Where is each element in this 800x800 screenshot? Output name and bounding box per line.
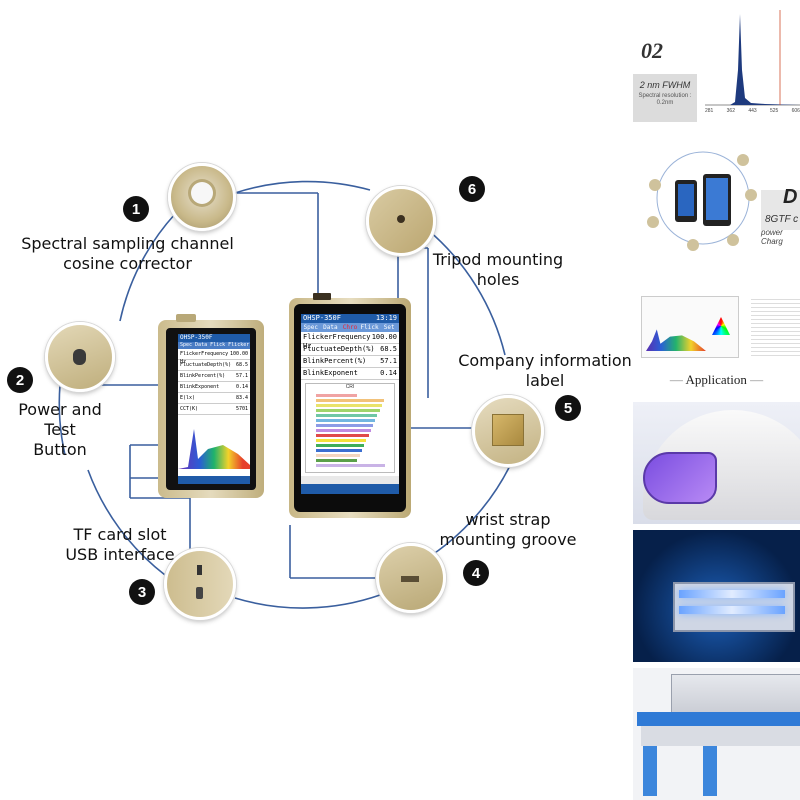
cri-bar: [316, 404, 382, 407]
small-data-row: BlinkPercent(%)57.1: [178, 371, 250, 382]
cri-bar: [316, 429, 371, 432]
fwhm-axis-tick: 362: [726, 108, 735, 114]
badge-4: 4: [463, 560, 489, 586]
fwhm-axis-tick: 281: [705, 108, 714, 114]
cri-bar: [316, 419, 376, 422]
device-large-top-knob: [313, 293, 331, 300]
label-cosine-corrector: Spectral sampling channel cosine correct…: [21, 234, 234, 273]
large-chart-title: CRI: [345, 384, 355, 390]
fwhm-peak-chart: [705, 10, 800, 106]
small-data-row: FluctuateDepth(%)68.5: [178, 360, 250, 371]
application-section: — Application —: [633, 364, 800, 524]
cut-text-2: power Charg: [761, 228, 783, 246]
cut-heading-d: D: [783, 186, 798, 208]
led-mask-photo: [633, 402, 800, 524]
cri-bar: [316, 399, 385, 402]
cri-bar: [316, 414, 378, 417]
fwhm-sub: Spectral resolution : 0.2nm: [638, 93, 692, 106]
label-tf-usb: TF card slot USB interface: [65, 525, 175, 564]
connector-lines: [58, 180, 516, 609]
cri-bar: [316, 464, 385, 467]
large-tab-spec[interactable]: Spec: [303, 324, 319, 331]
tf-usb-photo: [164, 548, 236, 620]
small-spectrum: [178, 429, 250, 469]
software-screenshot-thumbnail: [633, 290, 800, 362]
fwhm-label: 2 nm FWHM: [639, 80, 691, 90]
wrist-strap-photo: [376, 543, 446, 613]
cosine-corrector-photo: [168, 163, 236, 231]
badge-1: 1: [123, 196, 149, 222]
label-power-button: Power and Test Button: [18, 400, 102, 459]
badge-5: 5: [555, 395, 581, 421]
fwhm-number: 02: [641, 38, 663, 63]
large-data-row: FluctuateDepth(%)68.5: [301, 344, 399, 356]
label-tripod-holes: Tripod mounting holes: [432, 250, 564, 289]
badge-6: 6: [459, 176, 485, 202]
large-cri-chart: CRI: [305, 383, 395, 473]
fwhm-panel: 02 2 nm FWHM Spectral resolution : 0.2nm…: [633, 0, 800, 135]
uv-conveyor-photo: [633, 668, 800, 800]
large-tab-set[interactable]: Set: [383, 324, 395, 331]
label-wrist-strap: wrist strap mounting groove: [439, 510, 577, 549]
small-header: OHSP-350F: [178, 334, 250, 342]
cut-text-1: 8GTF c: [765, 214, 799, 225]
cri-bar: [316, 444, 365, 447]
badge-3: 3: [129, 579, 155, 605]
device-small-screen: OHSP-350F Spec Data Flick Flicker Set Fl…: [178, 334, 250, 484]
uv-lamp-photo: [633, 530, 800, 662]
application-heading: — Application —: [669, 372, 764, 387]
cri-bar: [316, 439, 367, 442]
large-tab-flick[interactable]: Flick: [360, 324, 379, 331]
fwhm-axis-tick: 606: [791, 108, 800, 114]
cri-bar: [316, 449, 362, 452]
large-clock: 13:19: [375, 314, 397, 322]
cri-bar: [316, 459, 358, 462]
device-small-top-knob: [176, 314, 196, 322]
fwhm-axis-tick: 443: [748, 108, 757, 114]
small-data-row: E(lx)83.4: [178, 393, 250, 404]
diagram-thumbnail: D 8GTF c power Charg: [633, 140, 800, 255]
cri-bar: [316, 434, 369, 437]
tripod-hole-photo: [366, 186, 436, 256]
cri-bar: [316, 454, 360, 457]
cri-bar: [316, 394, 357, 397]
large-data-row: BlinkPercent(%)57.1: [301, 356, 399, 368]
fwhm-box: 2 nm FWHM Spectral resolution : 0.2nm: [633, 74, 697, 122]
small-data-row: CCT(K)5701: [178, 404, 250, 415]
company-label-photo: [472, 395, 544, 467]
cri-bar: [316, 409, 380, 412]
large-tab-data[interactable]: Data: [323, 324, 338, 331]
cri-bar: [316, 424, 373, 427]
large-header: OHSP-350F: [303, 314, 341, 322]
device-small: OHSP-350F Spec Data Flick Flicker Set Fl…: [158, 314, 264, 498]
small-tabs: Spec Data Flick Flicker Set: [178, 342, 250, 349]
label-company-info: Company information label: [458, 351, 632, 390]
large-tab-chro[interactable]: Chro: [342, 324, 358, 331]
power-button-photo: [45, 322, 115, 392]
badge-2: 2: [7, 367, 33, 393]
fwhm-axis-tick: 525: [769, 108, 779, 114]
